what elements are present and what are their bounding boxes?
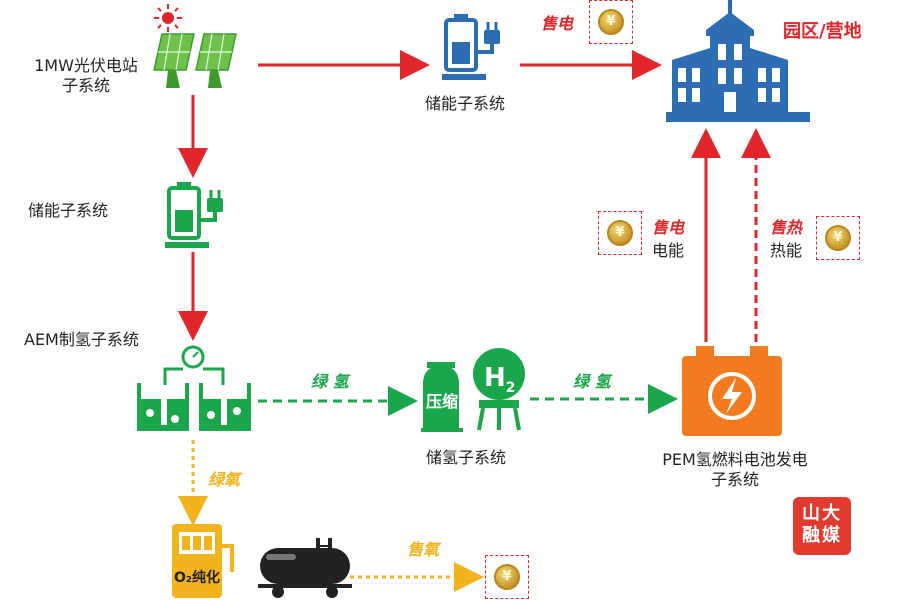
- sun-icon: [154, 4, 182, 32]
- pem-label: PEM氢燃料电池发电 子系统: [662, 450, 808, 489]
- h2-symbol: H2: [484, 363, 516, 397]
- storage-top-label: 储能子系统: [425, 94, 506, 113]
- heat-label: 热能: [770, 241, 803, 260]
- logo-line-1: 山大: [802, 503, 842, 524]
- sell-o2-label: 售氧: [407, 540, 440, 559]
- battery-plug-icon: [165, 182, 223, 248]
- pv-station-label: 1MW光伏电站 子系统: [34, 56, 138, 95]
- battery-plug-icon: [442, 14, 500, 80]
- coin-icon: ¥: [598, 211, 642, 255]
- solar-panel-icon: [153, 33, 237, 88]
- sell-heat-label: 售热: [770, 218, 803, 237]
- h2-storage-label: 储氢子系统: [426, 448, 507, 467]
- h2-tank-text: 压缩: [426, 392, 459, 411]
- green-h2-label-1: 绿 氢: [311, 372, 349, 391]
- power-label: 电能: [652, 241, 685, 260]
- park-label: 园区/营地: [783, 21, 862, 42]
- sell-power-label: 售电: [652, 218, 685, 237]
- aem-label: AEM制氢子系统: [24, 330, 139, 349]
- fuel-cell-battery-icon: [682, 346, 782, 436]
- hydrogen-tank-icon: [421, 348, 525, 432]
- coin-icon: ¥: [589, 0, 633, 44]
- green-o2-label: 绿氧: [208, 470, 241, 489]
- o2-purifier-icon: [172, 524, 234, 598]
- o2-purify-label: O₂纯化: [174, 570, 221, 586]
- tanker-icon: [258, 538, 352, 598]
- logo-line-2: 融媒: [802, 525, 842, 546]
- h2-symbol-letter: H: [484, 363, 506, 393]
- sell-power-top-label: 售电: [541, 14, 574, 33]
- coin-icon: ¥: [485, 555, 529, 599]
- green-h2-label-2: 绿 氢: [573, 372, 611, 391]
- media-logo: 山大 融媒: [793, 497, 851, 555]
- building-icon: [666, 0, 810, 122]
- storage-left-label: 储能子系统: [28, 201, 109, 220]
- coin-icon: ¥: [816, 216, 860, 260]
- electrolyzer-icon: [137, 345, 251, 431]
